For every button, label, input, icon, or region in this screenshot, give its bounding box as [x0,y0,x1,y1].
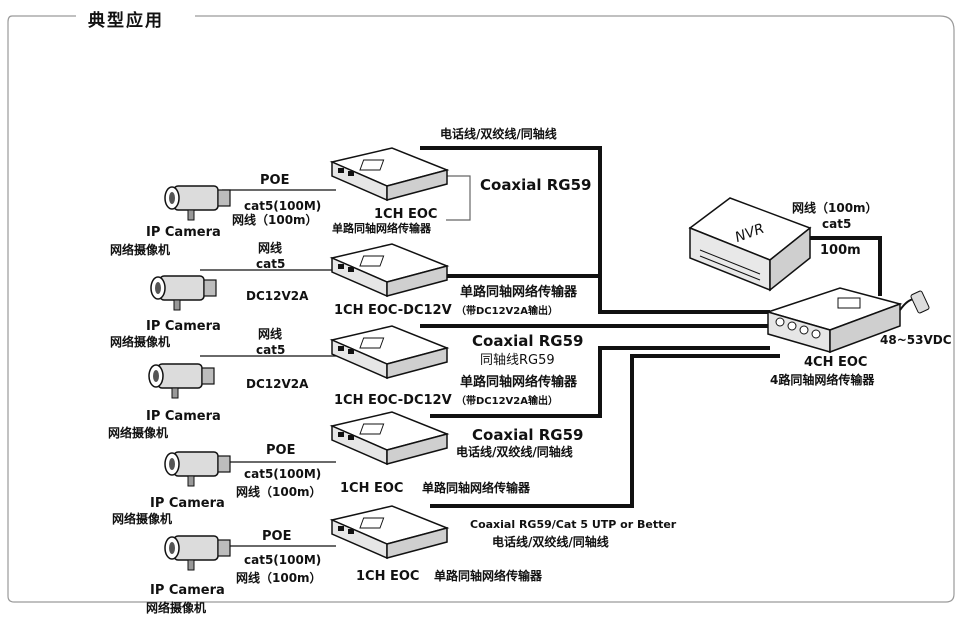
device-1-desc: 单路同轴网络传输器 [332,221,432,235]
cable-1 [420,146,770,314]
camera-1-label: IP Camera [146,225,221,240]
cable-5-name-label: Coaxial RG59/Cat 5 UTP or Better [470,518,677,531]
cable-3-name-label: Coaxial RG59 [472,332,583,350]
nvr-icon [688,197,812,292]
device-3-note: （带DC12V2A输出） [456,394,558,407]
diagram-title: 典型应用 [82,6,170,31]
device-2-name: 1CH EOC-DC12V [334,303,452,318]
link-5-top: POE [262,529,291,544]
cable-1-top-label: 电话线/双绞线/同轴线 [440,126,557,141]
device-3-name: 1CH EOC-DC12V [334,393,452,408]
link-3-bottom: DC12V2A [246,377,309,391]
nvr-link-len: 100m [820,243,861,258]
link-1-mid: cat5(100M) [244,199,321,213]
device-5-name: 1CH EOC [356,569,419,584]
camera-3-label-cn: 网络摄像机 [108,425,168,440]
device-2-desc: 单路同轴网络传输器 [460,284,578,300]
camera-icon-2 [150,275,217,311]
coax-cables [420,146,882,508]
link-2-bottom: DC12V2A [246,289,309,303]
cable-4 [430,346,770,418]
camera-icon-4 [164,451,231,487]
cable-1-name-label: Coaxial RG59 [480,176,591,194]
cable-nvr [780,236,882,296]
device-4-desc: 单路同轴网络传输器 [422,480,531,495]
frame-border [7,15,955,603]
camera-5-label-cn: 网络摄像机 [146,600,206,615]
nvr-link-top: 网线（100m） [792,200,878,215]
hub-power-label: 48~53VDC [880,333,952,347]
hub-desc-label: 4路同轴网络传输器 [770,372,875,387]
device-2-note: （带DC12V2A输出） [456,304,558,317]
link-1-top: POE [260,173,289,188]
link-5-bottom: 网线（100m） [236,570,322,585]
eoc-box-icon-2 [331,243,448,297]
link-3-top: 网线 [258,326,282,341]
eoc-box-icon-4 [331,411,448,465]
link-2-top: 网线 [258,240,282,255]
cable-5-sub-label: 电话线/双绞线/同轴线 [492,534,609,549]
link-4-top: POE [266,443,295,458]
device-4-name: 1CH EOC [340,481,403,496]
eoc-box-icon-1 [331,147,448,201]
camera-5-label: IP Camera [150,583,225,598]
cable-5 [430,354,780,508]
device-5-desc: 单路同轴网络传输器 [434,568,543,583]
cable-3-sub-label: 同轴线RG59 [480,353,555,368]
link-2-mid: cat5 [256,257,285,271]
cable-4-name-label: Coaxial RG59 [472,426,583,444]
device-3-desc: 单路同轴网络传输器 [460,374,578,390]
link-5-mid: cat5(100M) [244,553,321,567]
camera-icon-3 [148,363,215,399]
camera-2-label: IP Camera [146,319,221,334]
camera-4-label: IP Camera [150,496,225,511]
cable-4-sub-label: 电话线/双绞线/同轴线 [456,444,573,459]
eoc-box-icon-5 [331,505,448,559]
camera-icon-5 [164,535,231,571]
link-1-bottom: 网线（100m） [232,212,318,227]
camera-3-label: IP Camera [146,409,221,424]
device-1-name: 1CH EOC [374,207,437,222]
eoc-box-icon-3 [331,325,448,379]
camera-2-label-cn: 网络摄像机 [110,334,170,349]
camera-4-label-cn: 网络摄像机 [112,511,172,526]
link-4-bottom: 网线（100m） [236,484,322,499]
hub-icon [765,287,903,354]
link-3-mid: cat5 [256,343,285,357]
camera-icon-1 [164,185,231,221]
nvr-link-mid: cat5 [822,217,851,231]
ethernet-lines [200,175,471,547]
power-adapter-icon [899,290,930,314]
hub-name-label: 4CH EOC [804,355,867,370]
link-4-mid: cat5(100M) [244,467,321,481]
camera-1-label-cn: 网络摄像机 [110,242,170,257]
